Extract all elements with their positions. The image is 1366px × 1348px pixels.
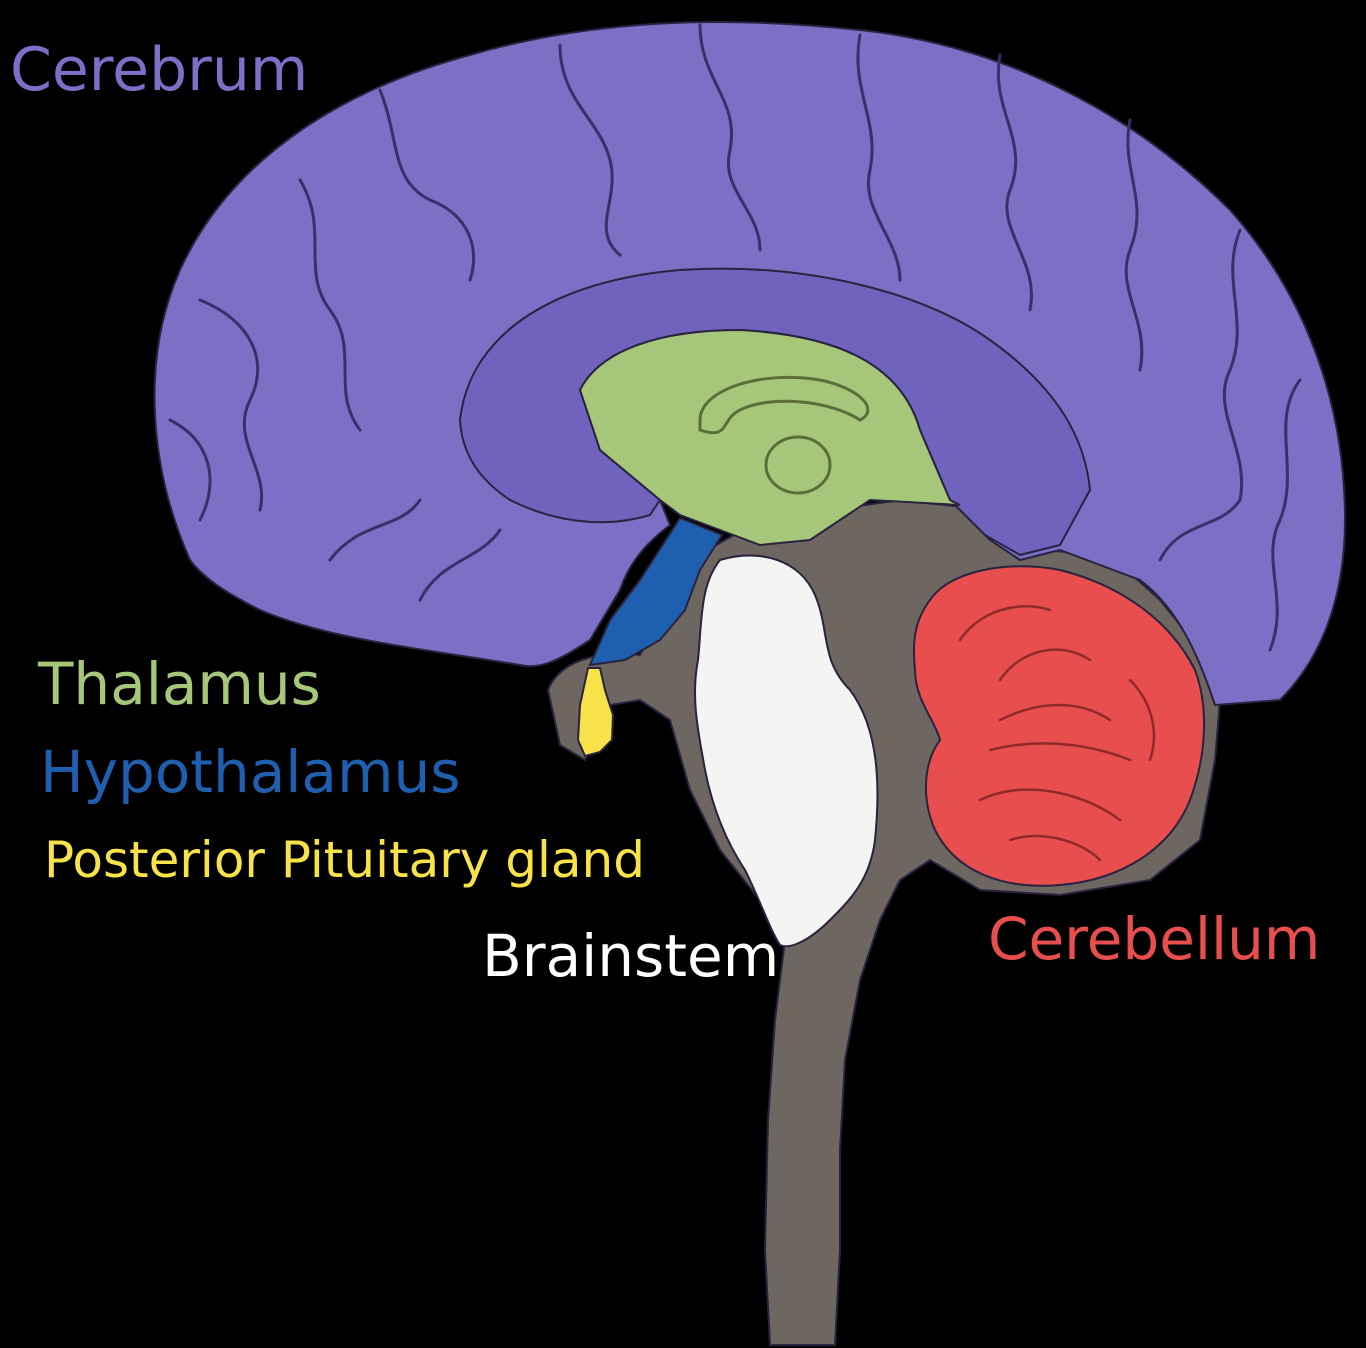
cerebrum-label: Cerebrum <box>10 35 309 105</box>
pituitary-label: Posterior Pituitary gland <box>44 831 645 889</box>
cerebellum-region <box>912 565 1206 887</box>
thalamus-region <box>578 328 961 547</box>
pituitary-region <box>576 667 615 758</box>
cerebellum-label: Cerebellum <box>988 905 1321 973</box>
cerebellum-folia <box>958 605 1156 862</box>
thalamus-folds <box>698 375 870 495</box>
brainstem-label: Brainstem <box>482 922 780 990</box>
cerebrum-gyri <box>168 23 1302 652</box>
thalamus-label: Thalamus <box>38 650 321 718</box>
brainstem-region <box>694 554 879 948</box>
hypothalamus-region <box>588 516 724 667</box>
hypothalamus-label: Hypothalamus <box>40 738 461 806</box>
